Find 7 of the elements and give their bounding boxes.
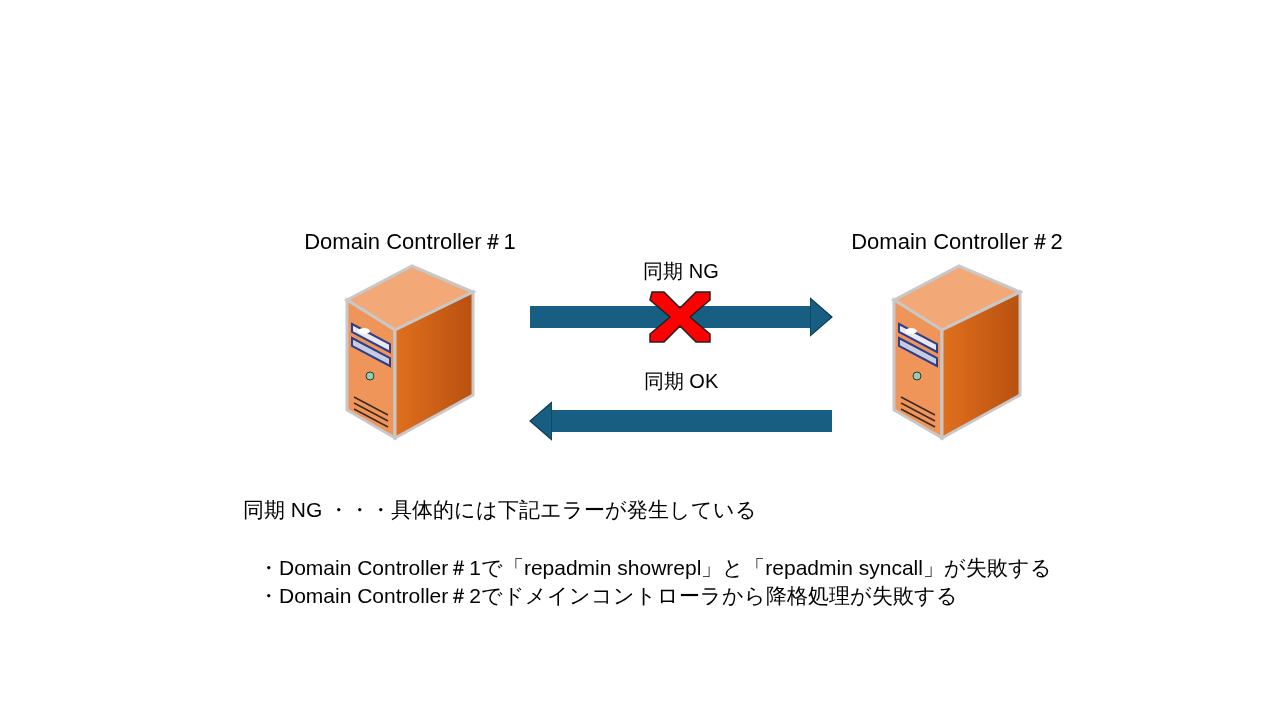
note-text: 同期 NG ・・・具体的には下記エラーが発生している	[243, 497, 758, 523]
bullet-item: ・Domain Controller＃1で「repadmin showrepl」と「repadmin syncall」が失敗する	[258, 555, 1052, 581]
server-label: Domain Controller＃1	[303, 228, 517, 256]
server-label: Domain Controller＃2	[850, 228, 1064, 256]
arrow	[529, 401, 832, 441]
arrow	[530, 297, 833, 337]
bullet-item: ・Domain Controller＃2でドメインコントローラから降格処理が失敗する	[258, 583, 958, 609]
